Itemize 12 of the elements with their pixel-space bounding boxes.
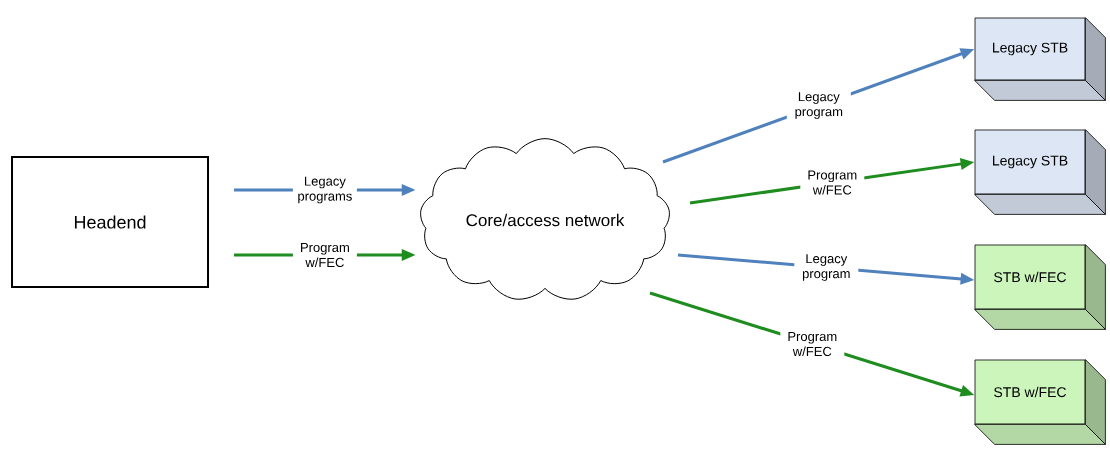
set-top-box: STB w/FEC [974,359,1106,445]
edge-label: Program w/FEC [780,330,845,358]
edge-label: Program w/FEC [800,169,865,196]
set-top-box: STB w/FEC [974,244,1106,330]
set-top-box: Legacy STB [974,129,1106,215]
set-top-box: Legacy STB [974,17,1106,101]
edge-label: Legacy program [786,91,851,120]
edge-label: Legacy programs [292,175,357,205]
edge-label: Program w/FEC [292,241,357,269]
network-cloud: Core/access network [420,138,670,300]
edge-label: Legacy program [794,253,859,282]
headend-box: Headend [11,156,209,288]
